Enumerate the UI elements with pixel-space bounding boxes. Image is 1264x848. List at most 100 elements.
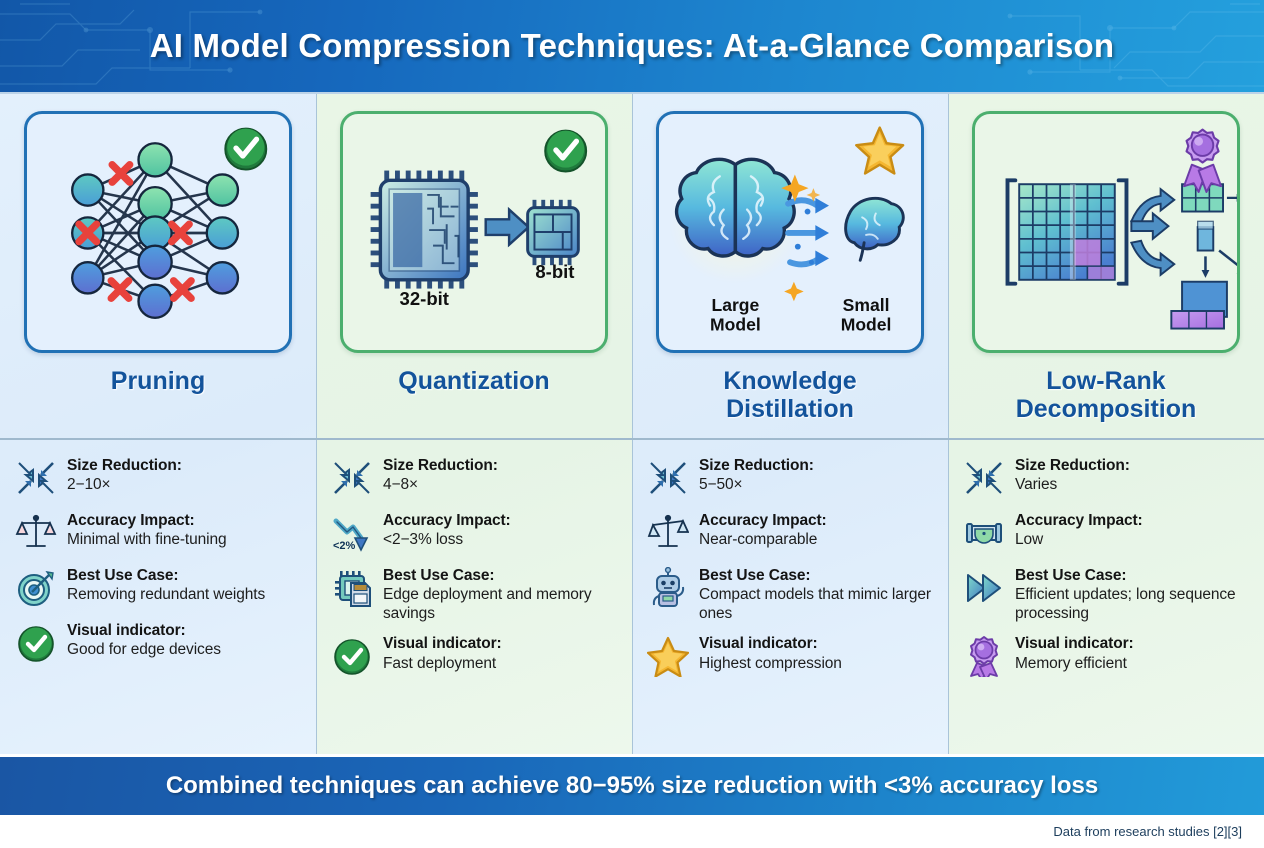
- detail-value: Compact models that mimic larger ones: [699, 586, 931, 622]
- detail-label: Visual indicator:: [383, 635, 502, 653]
- large-brain-icon: [674, 157, 796, 258]
- balance-scale-icon: [14, 511, 58, 555]
- detail-row: Best Use Case: Efficient updates; long s…: [962, 566, 1254, 623]
- detail-label: Size Reduction:: [1015, 457, 1130, 474]
- detail-value: Minimal with fine-tuning: [67, 531, 227, 549]
- quantization-illustration-card: 8-bit 32-bit: [340, 111, 608, 353]
- footer-source-text: Data from research studies [2][3]: [1053, 824, 1242, 839]
- detail-value: 5−50×: [699, 476, 743, 494]
- technique-name-wrap: Knowledge Distillation: [632, 362, 948, 438]
- detail-row: Size Reduction: Varies: [962, 456, 1254, 500]
- detail-row: Visual indicator: Highest compression: [646, 634, 938, 678]
- card-label-32bit: 32-bit: [400, 288, 449, 309]
- detail-text: Best Use Case: Removing redundant weight…: [67, 566, 306, 605]
- technique-name: Knowledge Distillation: [723, 367, 857, 423]
- compress-arrows-icon: [14, 456, 58, 500]
- footer: Data from research studies [2][3]: [0, 815, 1264, 848]
- technique-details: Size Reduction: Varies: [948, 438, 1264, 754]
- detail-label: Size Reduction:: [383, 457, 498, 474]
- technique-column-low-rank-decomposition[interactable]: Low-Rank Decomposition Size Reduction:: [948, 94, 1264, 754]
- illustration-card-wrap: 8-bit 32-bit: [316, 94, 632, 362]
- check-badge-icon: [224, 127, 268, 171]
- detail-label: Accuracy Impact:: [1015, 512, 1143, 529]
- chip-32bit-to-8bit-icon: 8-bit 32-bit: [370, 129, 588, 309]
- detail-text: Best Use Case: Edge deployment and memor…: [383, 566, 622, 623]
- spirit-level-icon: [962, 511, 1006, 555]
- check-circle-icon: [14, 621, 58, 665]
- technique-columns: Pruning Size Reduction: 2−10×: [0, 92, 1264, 754]
- sparkle-icon: [781, 174, 821, 302]
- card-label-8bit: 8-bit: [535, 261, 574, 282]
- detail-text: Accuracy Impact: Minimal with fine-tunin…: [67, 511, 306, 550]
- detail-text: Visual indicator: Good for edge devices: [67, 621, 306, 660]
- technique-column-quantization[interactable]: 8-bit 32-bit Quantization: [316, 94, 632, 754]
- detail-row: Visual indicator: Fast deployment: [330, 634, 622, 678]
- pruning-illustration-card: [24, 111, 292, 353]
- icon-text-2pct: <2%: [333, 540, 356, 552]
- knowledge-distillation-illustration-card: Large Model Small Model: [656, 111, 924, 353]
- robot-icon: [646, 566, 690, 610]
- technique-details: Size Reduction: 4−8× <2% Acc: [316, 438, 632, 754]
- detail-value: Memory efficient: [1015, 654, 1127, 672]
- detail-label: Accuracy Impact:: [383, 512, 511, 529]
- page-title: AI Model Compression Techniques: At-a-Gl…: [149, 27, 1115, 64]
- check-badge-icon: [544, 129, 588, 173]
- detail-value: Efficient updates; long sequence process…: [1015, 586, 1236, 622]
- detail-value: <2−3% loss: [383, 531, 463, 549]
- detail-row: Size Reduction: 4−8×: [330, 456, 622, 500]
- technique-column-pruning[interactable]: Pruning Size Reduction: 2−10×: [0, 94, 316, 754]
- technique-name-wrap: Quantization: [316, 362, 632, 438]
- matrix-block: [1005, 178, 1129, 286]
- svg-text:Model: Model: [710, 314, 761, 334]
- illustration-card-wrap: Large Model Small Model: [632, 94, 948, 362]
- detail-value: Near-comparable: [699, 531, 818, 549]
- detail-label: Visual indicator:: [699, 635, 818, 653]
- detail-label: Visual indicator:: [67, 622, 186, 639]
- low-rank-illustration-card: [972, 111, 1240, 353]
- detail-row: Visual indicator: Good for edge devices: [14, 621, 306, 665]
- transform-arrow-icon: [484, 206, 531, 248]
- detail-value: Removing redundant weights: [67, 586, 266, 604]
- compress-arrows-icon: [646, 456, 690, 500]
- header-banner: AI Model Compression Techniques: At-a-Gl…: [0, 0, 1264, 92]
- detail-value: Edge deployment and memory savings: [383, 586, 592, 622]
- down-trend-arrow-icon: <2%: [330, 511, 374, 555]
- technique-name: Quantization: [398, 367, 550, 395]
- technique-details: Size Reduction: 2−10× Accuracy Impact:: [0, 438, 316, 754]
- target-dart-icon: [14, 566, 58, 610]
- large-brain-to-small-brain-icon: Large Model Small Model: [669, 126, 905, 334]
- detail-row: Visual indicator: Memory efficient: [962, 634, 1254, 678]
- detail-text: Visual indicator: Fast deployment: [383, 634, 622, 673]
- detail-text: Best Use Case: Compact models that mimic…: [699, 566, 938, 623]
- circuit-pattern-icon: [0, 3, 1264, 87]
- detail-value: Varies: [1015, 476, 1058, 494]
- detail-value: 2−10×: [67, 476, 111, 494]
- matrix-factorization-icon: [1005, 128, 1237, 330]
- fast-forward-icon: [962, 566, 1006, 610]
- detail-text: Visual indicator: Memory efficient: [1015, 634, 1254, 673]
- technique-column-knowledge-distillation[interactable]: Large Model Small Model Knowledge Distil…: [632, 94, 948, 754]
- star-icon: [646, 634, 690, 678]
- technique-name-wrap: Low-Rank Decomposition: [948, 362, 1264, 438]
- detail-label: Accuracy Impact:: [67, 512, 195, 529]
- decompose-arrows: [1129, 187, 1176, 277]
- illustration-card-wrap: [0, 94, 316, 362]
- compress-arrows-icon: [962, 456, 1006, 500]
- detail-text: Visual indicator: Highest compression: [699, 634, 938, 673]
- detail-label: Visual indicator:: [1015, 635, 1134, 653]
- detail-label: Size Reduction:: [699, 457, 814, 474]
- neural-network-pruning-icon: [71, 127, 268, 319]
- small-brain-icon: [844, 196, 905, 262]
- detail-value: Fast deployment: [383, 654, 497, 672]
- detail-label: Best Use Case:: [1015, 567, 1127, 584]
- detail-text: Size Reduction: 5−50×: [699, 456, 938, 495]
- detail-label: Size Reduction:: [67, 457, 182, 474]
- compress-arrows-icon: [330, 456, 374, 500]
- detail-text: Accuracy Impact: Low: [1015, 511, 1254, 550]
- detail-value: Highest compression: [699, 654, 842, 672]
- card-label-small-model: Small: [843, 295, 890, 315]
- technique-details: Size Reduction: 5−50× Accuracy Impact:: [632, 438, 948, 754]
- detail-text: Size Reduction: 2−10×: [67, 456, 306, 495]
- svg-text:Model: Model: [841, 314, 892, 334]
